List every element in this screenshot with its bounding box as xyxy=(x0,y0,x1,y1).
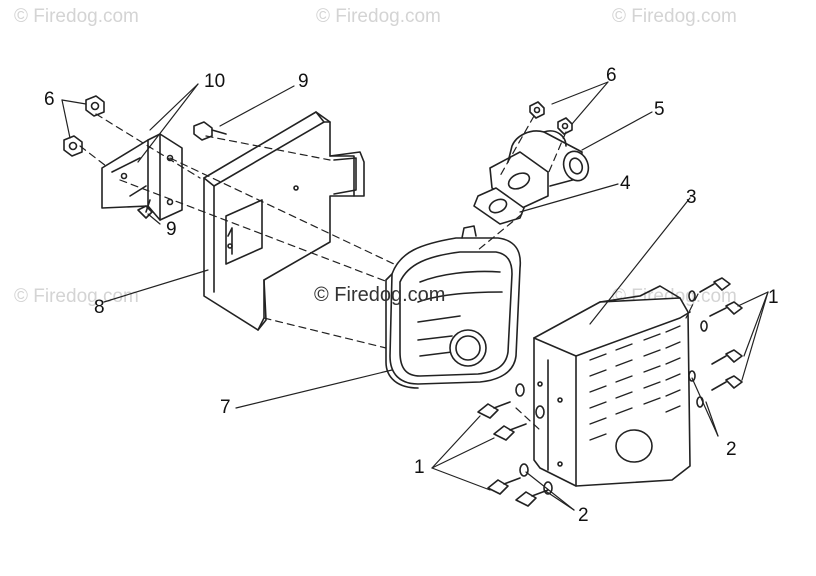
mounting-plate-part-8 xyxy=(204,112,364,330)
bolt-part-1-right-d xyxy=(712,376,742,390)
watermark-top-left: © Firedog.com xyxy=(14,6,139,27)
assembly-guide-lines xyxy=(80,114,698,430)
callout-6-left: 6 xyxy=(44,89,55,110)
muffler-cover-part-3 xyxy=(534,286,690,486)
callout-9-upper: 9 xyxy=(298,71,309,92)
muffler-part-7 xyxy=(386,226,520,388)
washer-part-2-right xyxy=(689,291,707,407)
callout-2-right: 2 xyxy=(726,439,737,460)
leader-lines xyxy=(62,82,768,510)
bolt-part-1-left-c xyxy=(488,478,520,494)
callout-10: 10 xyxy=(204,71,226,92)
nut-part-6-upper-left xyxy=(86,96,104,116)
callout-4: 4 xyxy=(620,173,631,194)
callout-1-left: 1 xyxy=(414,457,425,478)
bolt-part-9-upper xyxy=(194,122,226,140)
bolt-part-1-right-a xyxy=(700,278,730,292)
nut-part-6-upper-right xyxy=(530,102,544,118)
washer-part-2-left xyxy=(516,384,552,494)
callout-6-right: 6 xyxy=(606,65,617,86)
bolt-part-1-left-d xyxy=(516,490,548,506)
callout-8: 8 xyxy=(94,297,105,318)
callout-3: 3 xyxy=(686,187,697,208)
bolt-part-1-right-c xyxy=(712,350,742,364)
bolt-part-1-left-b xyxy=(494,424,526,440)
callout-1-right: 1 xyxy=(768,287,779,308)
watermark-center: © Firedog.com xyxy=(314,284,446,306)
bolt-part-1-right-b xyxy=(710,302,742,316)
nut-part-6-lower-right xyxy=(558,118,572,134)
nut-part-6-lower-left xyxy=(64,136,82,156)
bracket-part-10 xyxy=(102,134,182,220)
watermark-top-center: © Firedog.com xyxy=(316,6,441,27)
watermark-mid-left: © Firedog.com xyxy=(14,286,139,307)
watermark-top-right: © Firedog.com xyxy=(612,6,737,27)
gasket-part-4 xyxy=(474,188,524,224)
callout-9-lower: 9 xyxy=(166,219,177,240)
callout-2-bottom: 2 xyxy=(578,505,589,526)
bolt-part-1-left-a xyxy=(478,402,510,418)
callout-7: 7 xyxy=(220,397,231,418)
callout-5: 5 xyxy=(654,99,665,120)
